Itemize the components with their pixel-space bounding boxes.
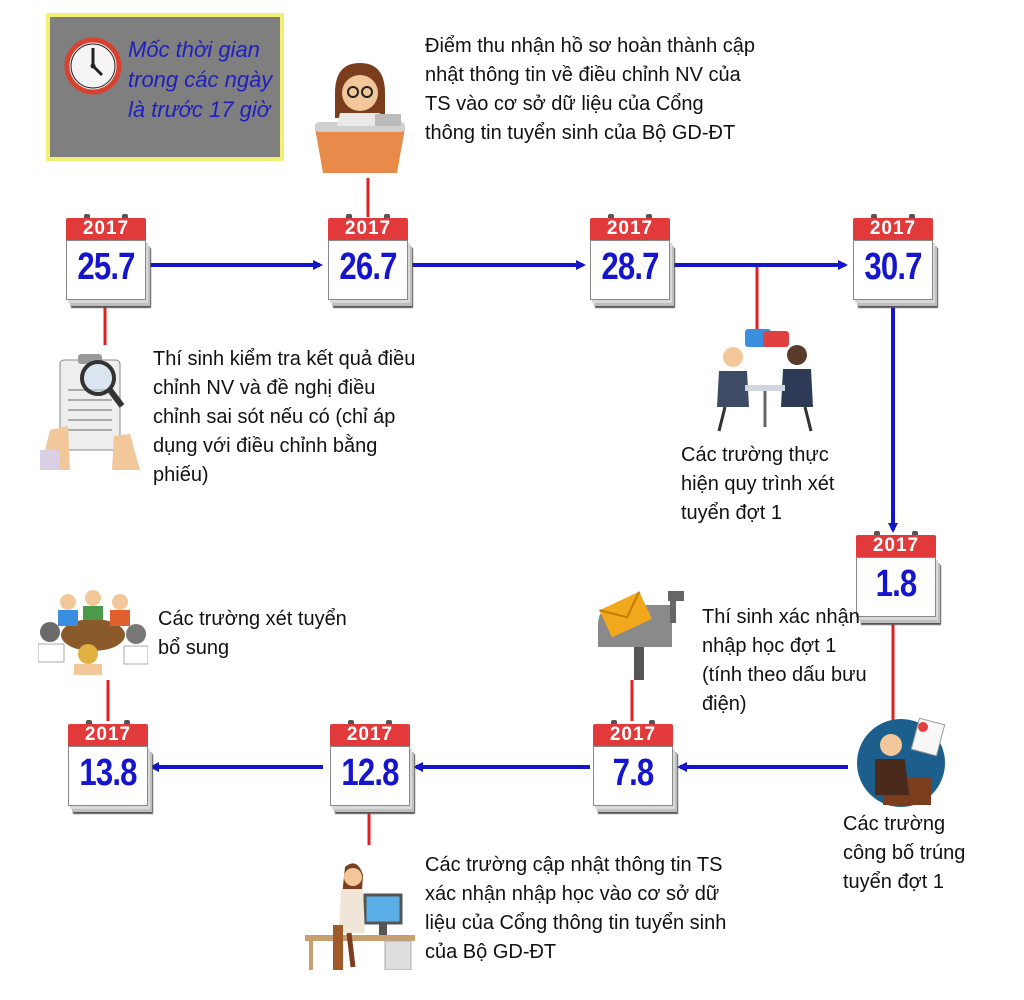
woman-at-desk-icon xyxy=(315,63,405,173)
clipboard-magnifier-icon xyxy=(40,354,140,470)
calendar-30-7: 2017 30.7 xyxy=(853,214,933,300)
event-28-7-text: Các trường thực hiện quy trình xét tuyển… xyxy=(681,444,835,524)
calendar-date: 12.8 xyxy=(341,752,399,794)
calendar-year: 2017 xyxy=(328,218,408,240)
event-1-8-text: Các trường công bố trúng tuyển đợt 1 xyxy=(843,813,966,893)
event-13-8-text: Các trường xét tuyển bổ sung xyxy=(158,608,347,659)
calendar-date: 7.8 xyxy=(612,752,655,794)
time-note-box: Mốc thời gian trong các ngày là trước 17… xyxy=(46,13,284,161)
calendar-year: 2017 xyxy=(853,218,933,240)
announcer-icon xyxy=(857,717,946,807)
calendar-28-7: 2017 28.7 xyxy=(590,214,670,300)
calendar-26-7: 2017 26.7 xyxy=(328,214,408,300)
calendar-year: 2017 xyxy=(593,724,673,746)
calendar-year: 2017 xyxy=(66,218,146,240)
calendar-date: 30.7 xyxy=(864,246,922,288)
mailbox-letter-icon xyxy=(598,591,684,680)
calendar-12-8: 2017 12.8 xyxy=(330,720,410,806)
calendar-date: 25.7 xyxy=(77,246,135,288)
calendar-13-8: 2017 13.8 xyxy=(68,720,148,806)
calendar-25-7: 2017 25.7 xyxy=(66,214,146,300)
group-meeting-icon xyxy=(38,590,148,675)
calendar-date: 13.8 xyxy=(79,752,137,794)
calendar-year: 2017 xyxy=(68,724,148,746)
calendar-7-8: 2017 7.8 xyxy=(593,720,673,806)
calendar-date: 1.8 xyxy=(875,563,918,605)
calendar-year: 2017 xyxy=(590,218,670,240)
calendar-year: 2017 xyxy=(330,724,410,746)
calendar-1-8: 2017 1.8 xyxy=(856,531,936,617)
event-25-7-text: Thí sinh kiểm tra kết quả điều chỉnh NV … xyxy=(153,348,416,486)
event-26-7-text: Điểm thu nhận hồ sơ hoàn thành cập nhật … xyxy=(425,35,756,144)
event-12-8-text: Các trường cập nhật thông tin TS xác nhậ… xyxy=(425,854,727,963)
clock-icon xyxy=(64,37,122,95)
calendar-year: 2017 xyxy=(856,535,936,557)
calendar-date: 28.7 xyxy=(601,246,659,288)
calendar-date: 26.7 xyxy=(339,246,397,288)
event-7-8-text: Thí sinh xác nhận nhập học đợt 1 (tính t… xyxy=(702,606,867,715)
time-note-text: Mốc thời gian trong các ngày là trước 17… xyxy=(128,37,273,122)
woman-computer-icon xyxy=(305,863,415,970)
meeting-icon xyxy=(717,329,813,432)
